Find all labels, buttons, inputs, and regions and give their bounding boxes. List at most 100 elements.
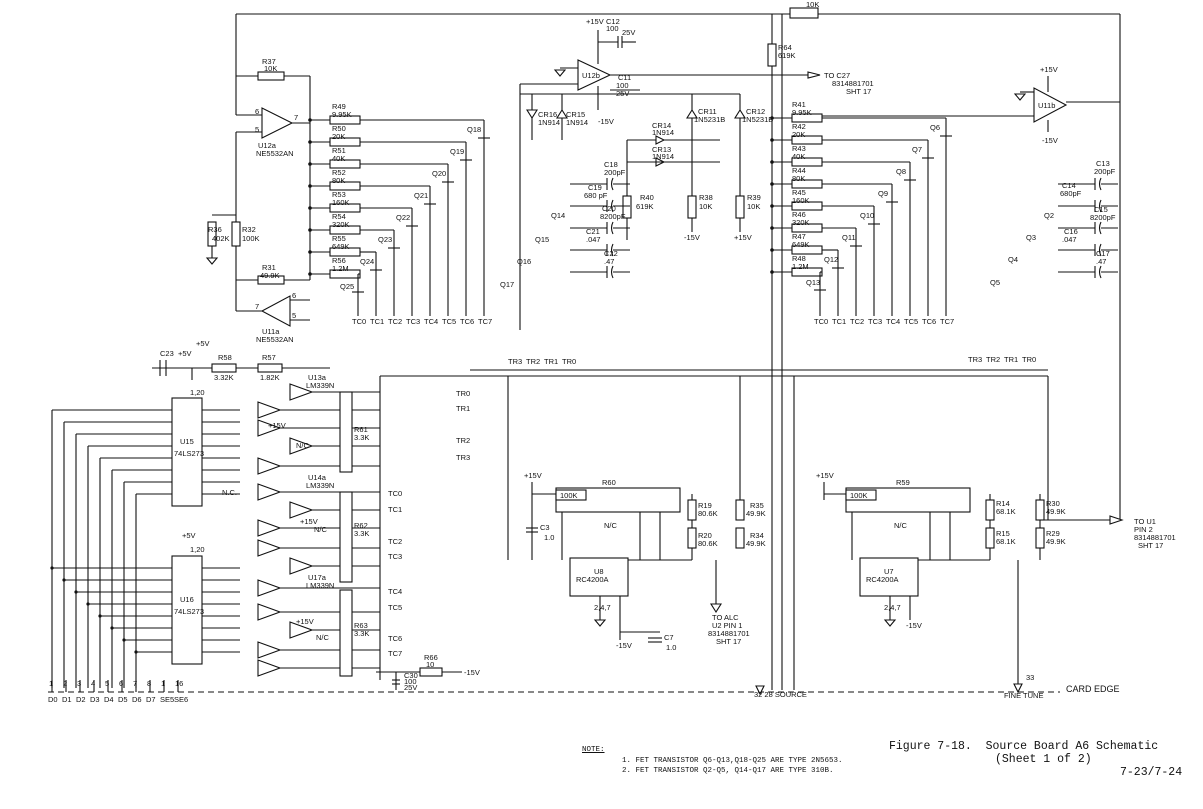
tr-labels-right: TR3 TR2 TR1 TR0: [968, 355, 1036, 364]
r60-trim: 100K: [560, 491, 578, 500]
left-resistor-ladder: [308, 115, 490, 316]
r34-ref: R34: [750, 531, 764, 540]
to-u1-line1: TO U1: [1134, 517, 1156, 526]
card-edge-pin-number-1: 2: [63, 679, 67, 688]
c3-value: 1.0: [544, 533, 554, 542]
comparator-6: [289, 501, 314, 519]
r40-value: 619K: [636, 202, 654, 211]
svg-text:TC2: TC2: [850, 317, 864, 326]
comp-supply-3: +15V: [296, 617, 314, 626]
u16-part: 74LS273: [174, 607, 204, 616]
comparator-4: [257, 457, 282, 475]
comparator-7: [257, 519, 282, 537]
tr-labels-mid: TR3 TR2 TR1 TR0: [508, 357, 576, 366]
to-c27-line1: TO C27: [824, 71, 850, 80]
c19-ref: C19: [588, 183, 602, 192]
r58-ref: R58: [218, 353, 232, 362]
svg-text:TC5: TC5: [904, 317, 918, 326]
u17a-part: LM339N: [306, 581, 334, 590]
c18-ref: C18: [604, 160, 618, 169]
svg-text:Q5: Q5: [990, 278, 1000, 287]
r20-ref: R20: [698, 531, 712, 540]
svg-text:TR0: TR0: [456, 389, 470, 398]
svg-text:TR1: TR1: [456, 404, 470, 413]
cr15-ref: CR15: [566, 110, 585, 119]
c17-ref: C17: [1096, 249, 1110, 258]
comp-nc-3: N/C: [316, 633, 330, 642]
to-u1-line4: SHT 17: [1138, 541, 1163, 550]
c7-value: 1.0: [666, 643, 676, 652]
r54-value: 320K: [332, 220, 350, 229]
r51-value: 40K: [332, 154, 345, 163]
card-edge-input-se6: SE6: [174, 695, 188, 704]
svg-text:TC1: TC1: [388, 505, 402, 514]
q17-label: Q17: [500, 280, 514, 289]
u7-part: RC4200A: [866, 575, 899, 584]
u11a-ref: U11a: [262, 327, 280, 336]
cr13-ref: CR13: [652, 145, 671, 154]
svg-text:Q13: Q13: [806, 278, 820, 287]
svg-text:TC5: TC5: [442, 317, 456, 326]
svg-text:Q4: Q4: [1008, 255, 1018, 264]
c15-value: 8200pF: [1090, 213, 1116, 222]
svg-text:R48: R48: [792, 254, 806, 263]
svg-text:R46: R46: [792, 210, 806, 219]
comparator-12: [289, 621, 314, 639]
u11b-supply-neg: -15V: [1042, 136, 1058, 145]
right-ladder-labels: R41 9.95K R42 20K R43 40K R44 80K R45 16…: [792, 100, 812, 271]
u7-supply: +15V: [816, 471, 834, 480]
card-edge-pin-number-0: 1: [49, 679, 53, 688]
r61-value: 3.3K: [354, 433, 369, 442]
card-edge-input-d0: D0: [48, 695, 58, 704]
card-edge-fine-tune: FINE TUNE: [1004, 691, 1043, 700]
cr11-part: 1N5231B: [694, 115, 725, 124]
svg-text:Q11: Q11: [842, 233, 856, 242]
r15-value: 68.1K: [996, 537, 1016, 546]
cr13-part: 1N914: [652, 152, 674, 161]
u13a-part: LM339N: [306, 381, 334, 390]
r39-supply: +15V: [734, 233, 752, 242]
resistor-pack-1: [339, 491, 353, 583]
u16-ref: U16: [180, 595, 194, 604]
right-capacitor-bank: [1058, 177, 1118, 279]
u12b-supply-neg: -15V: [598, 117, 614, 126]
u7-supply-neg: -15V: [906, 621, 922, 630]
bias-resistors: [622, 140, 745, 240]
svg-text:R41: R41: [792, 100, 806, 109]
c12-voltage: 25V: [622, 28, 635, 37]
r58-value: 3.32K: [214, 373, 234, 382]
r56-value: 1.2M: [332, 264, 349, 273]
r64-ref: R64: [778, 43, 792, 52]
svg-text:TR3: TR3: [508, 357, 522, 366]
tr-bus-labels: TR0 TR1 TR2 TR3: [456, 389, 470, 462]
comparator-2: [257, 419, 282, 437]
r38-value: 10K: [699, 202, 712, 211]
svg-text:9.95K: 9.95K: [792, 108, 812, 117]
svg-text:TR1: TR1: [1004, 355, 1018, 364]
r61-ref: R61: [354, 425, 368, 434]
u16-pin-power: 1,20: [190, 545, 205, 554]
c20-ref: C20: [602, 204, 616, 213]
svg-text:TC1: TC1: [370, 317, 384, 326]
left-ladder-labels: R49 9.95K R50 20K R51 40K R52 80K R53 16…: [332, 102, 352, 273]
u7-pins: 2,4,7: [884, 603, 901, 612]
r54-ref: R54: [332, 212, 346, 221]
comparator-5: [257, 483, 282, 501]
c12-ref: C12: [606, 17, 620, 26]
svg-text:Q20: Q20: [432, 169, 446, 178]
svg-text:TC0: TC0: [352, 317, 366, 326]
c20-value: 8200pF: [600, 212, 626, 221]
u16-supply: +5V: [182, 531, 196, 540]
r29-value: 49.9K: [1046, 537, 1066, 546]
latch-u15: [171, 397, 203, 507]
u12b-supply-pos: +15V: [586, 17, 604, 26]
diode-network: [519, 84, 746, 330]
comparator-9: [289, 557, 314, 575]
q15-label: Q15: [535, 235, 549, 244]
svg-text:5: 5: [255, 125, 259, 134]
c16-ref: C16: [1064, 227, 1078, 236]
resistor-pack-0: [339, 391, 353, 473]
opamp-u12b: [520, 30, 821, 110]
c23-ref: C23: [160, 349, 174, 358]
